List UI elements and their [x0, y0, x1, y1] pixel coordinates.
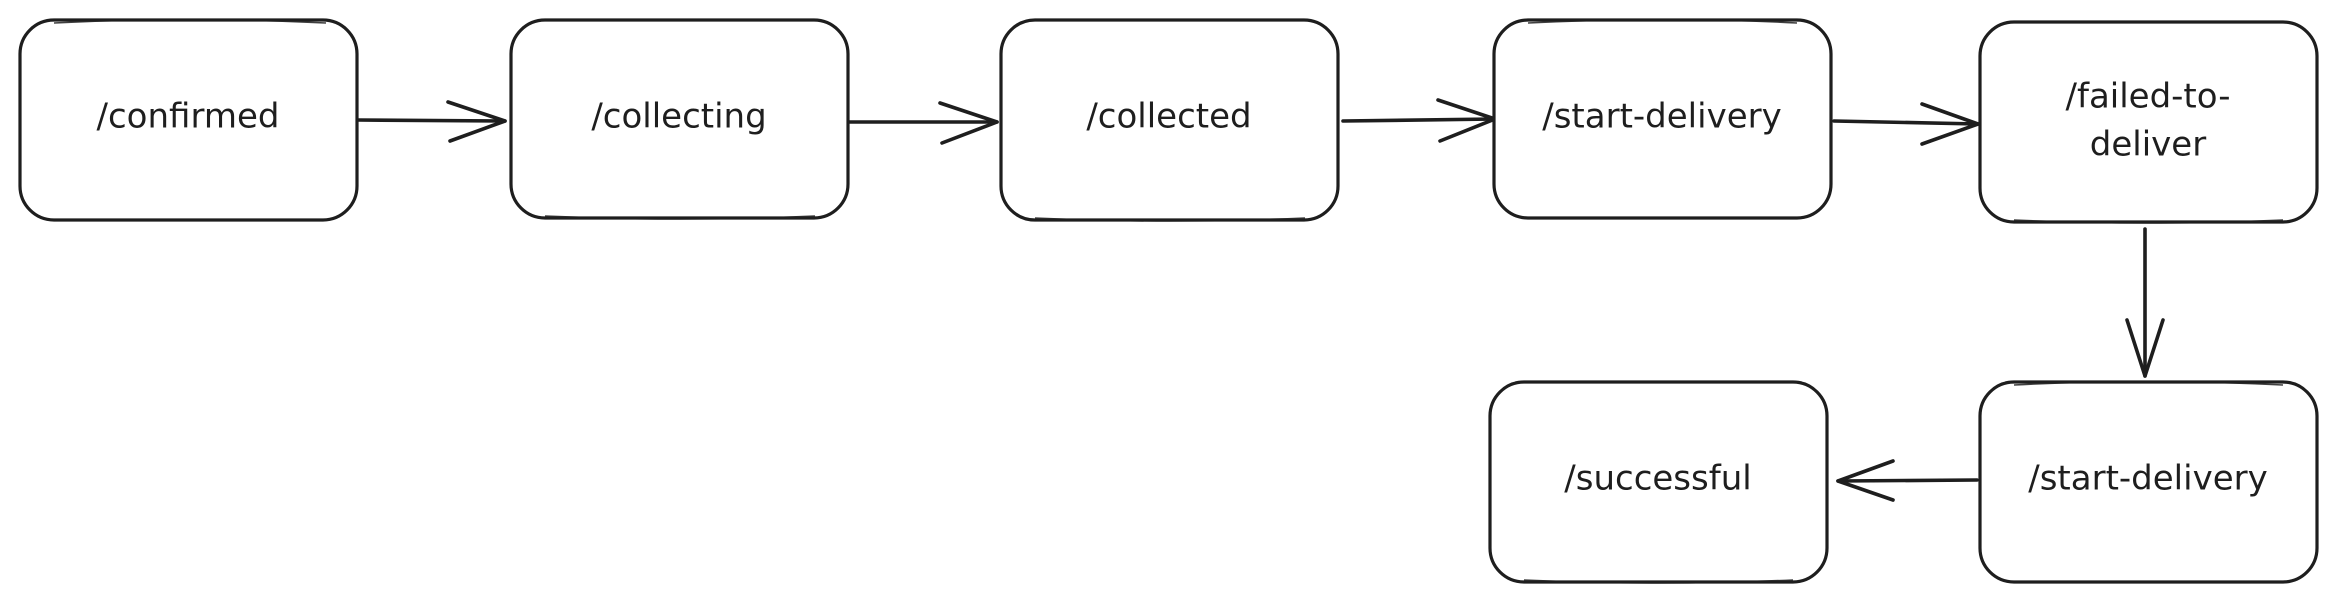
node-start-delivery-2[interactable]: /start-delivery	[1978, 380, 2319, 584]
nodes: /confirmed /collecting /collected /start…	[18, 18, 2319, 584]
edge-collected-to-start-delivery	[1341, 98, 1497, 143]
node-label-collected: /collected	[1086, 97, 1251, 137]
node-label-failed-to-deliver-line-2: deliver	[2090, 125, 2206, 165]
edge-start-delivery-to-successful	[1836, 459, 1979, 502]
node-collected[interactable]: /collected	[999, 18, 1340, 222]
node-start-delivery-1[interactable]: /start-delivery	[1492, 18, 1833, 220]
node-label-confirmed: /confirmed	[97, 97, 280, 137]
node-failed-to-deliver[interactable]: /failed-to- deliver	[1978, 20, 2319, 224]
node-label-start-delivery-2: /start-delivery	[2028, 459, 2267, 499]
edge-confirmed-to-collecting	[355, 100, 507, 143]
node-label-start-delivery-1: /start-delivery	[1542, 97, 1781, 137]
edge-collecting-to-collected	[846, 101, 999, 145]
node-label-successful: /successful	[1564, 459, 1751, 499]
node-collecting[interactable]: /collecting	[509, 18, 850, 220]
edge-start-delivery-to-failed-to-deliver	[1832, 102, 1980, 146]
node-confirmed[interactable]: /confirmed	[18, 18, 359, 222]
node-label-collecting: /collecting	[591, 97, 766, 137]
node-successful[interactable]: /successful	[1488, 380, 1829, 584]
node-label-failed-to-deliver-line-1: /failed-to-	[2066, 77, 2231, 117]
edge-failed-to-deliver-to-start-delivery	[2125, 227, 2165, 378]
